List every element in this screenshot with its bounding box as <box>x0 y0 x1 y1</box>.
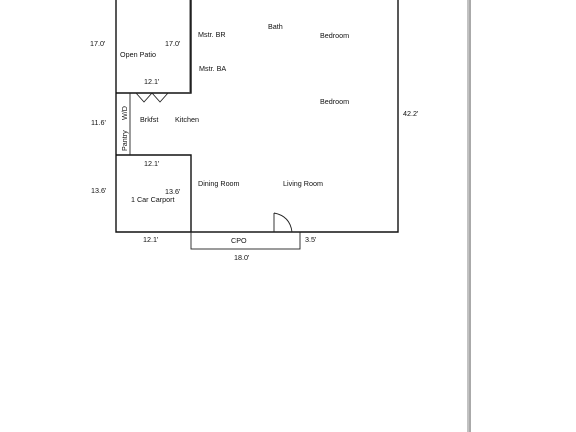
room-label-open-patio: Open Patio <box>120 50 156 59</box>
room-label-bedroom-2: Bedroom <box>320 97 349 106</box>
room-label-master-bedroom: Mstr. BR <box>198 30 226 39</box>
room-label-bath: Bath <box>268 22 283 31</box>
dim-carport-left-height: 13.6' <box>91 186 107 195</box>
room-label-master-bath: Mstr. BA <box>199 64 226 73</box>
cpo-area <box>190 231 301 250</box>
dim-kitchen-height: 11.6' <box>91 118 106 127</box>
room-label-dining-room: Dining Room <box>198 179 240 188</box>
dim-house-depth: 42.2' <box>403 109 419 118</box>
room-label-carport: 1 Car Carport <box>131 195 175 204</box>
dim-patio-left-height: 17.0' <box>90 39 106 48</box>
dim-patio-width: 12.1' <box>144 77 160 86</box>
room-label-washer-dryer: W/D <box>120 106 129 120</box>
entry-door <box>273 212 293 233</box>
dim-carport-right-height: 13.6' <box>165 187 181 196</box>
room-label-pantry: Pantry <box>120 130 129 151</box>
room-label-living-room: Living Room <box>283 179 323 188</box>
dim-carport-top-width: 12.1' <box>144 159 160 168</box>
bifold-door <box>135 92 169 103</box>
room-label-breakfast: Brkfst <box>140 115 158 124</box>
dim-carport-bottom-width: 12.1' <box>143 235 159 244</box>
dim-cpo-width: 18.0' <box>234 253 250 262</box>
room-label-cpo: CPO <box>231 236 247 245</box>
room-label-bedroom-1: Bedroom <box>320 31 349 40</box>
room-label-kitchen: Kitchen <box>175 115 199 124</box>
carport-walls <box>116 154 192 232</box>
dim-patio-right-height: 17.0' <box>165 39 181 48</box>
dim-cpo-depth: 3.5' <box>305 235 317 244</box>
